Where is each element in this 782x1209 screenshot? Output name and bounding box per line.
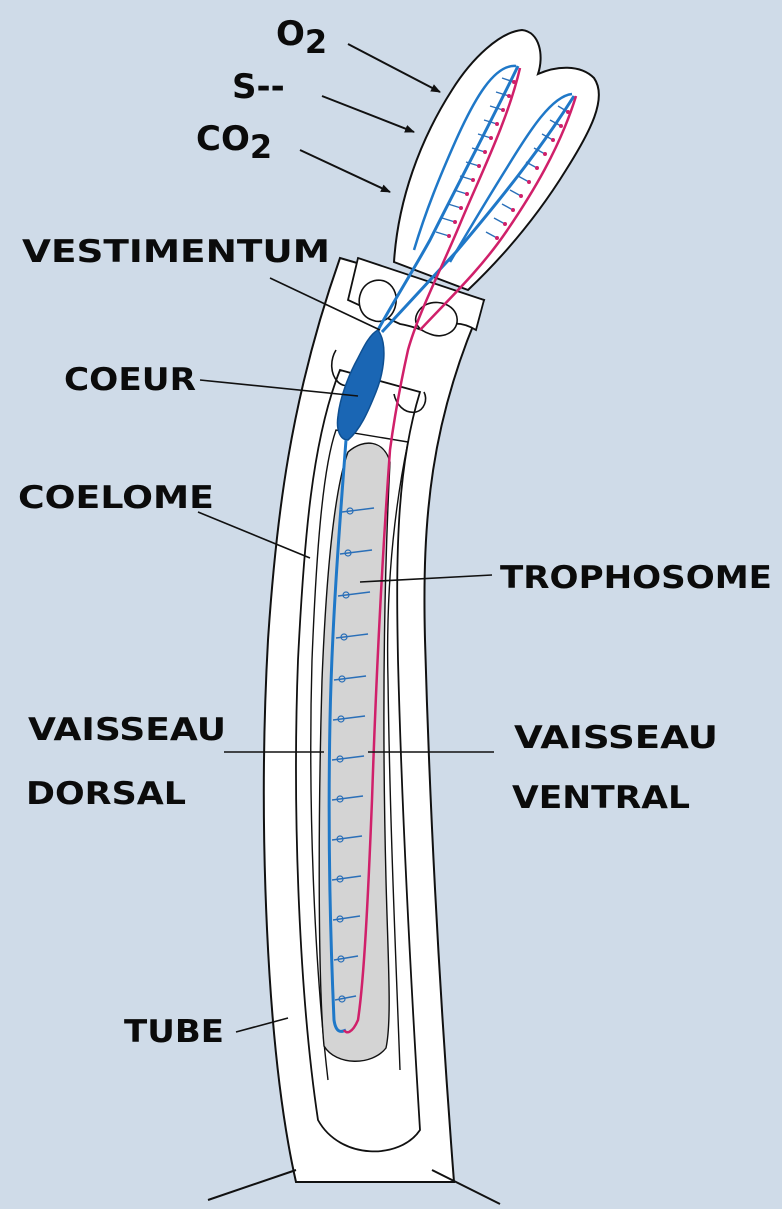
coelome-label: COELOME: [18, 480, 214, 516]
co2-label: CO2: [196, 119, 272, 166]
tube-label: TUBE: [124, 1014, 224, 1050]
vestimentum-fold-right: [416, 302, 458, 335]
o2-label: O2: [276, 14, 327, 61]
vaisseau-dorsal-label-line1: VAISSEAU: [28, 712, 226, 748]
co2-arrow: [300, 150, 390, 192]
trophosome-label: TROPHOSOME: [500, 560, 772, 596]
s-label: S--: [232, 67, 285, 107]
vaisseau-ventral-label-line2: VENTRAL: [512, 780, 690, 816]
vestimentum-fold-left: [359, 280, 396, 321]
tube-foot-right: [432, 1170, 500, 1204]
vaisseau-dorsal-label-line2: DORSAL: [26, 776, 186, 812]
o2-arrow: [348, 44, 440, 92]
s-arrow: [322, 96, 414, 132]
vestimentum-label: VESTIMENTUM: [22, 234, 330, 270]
vaisseau-ventral-label-line1: VAISSEAU: [514, 720, 718, 756]
tube-foot-left: [208, 1170, 296, 1200]
coeur-label: COEUR: [64, 362, 196, 398]
